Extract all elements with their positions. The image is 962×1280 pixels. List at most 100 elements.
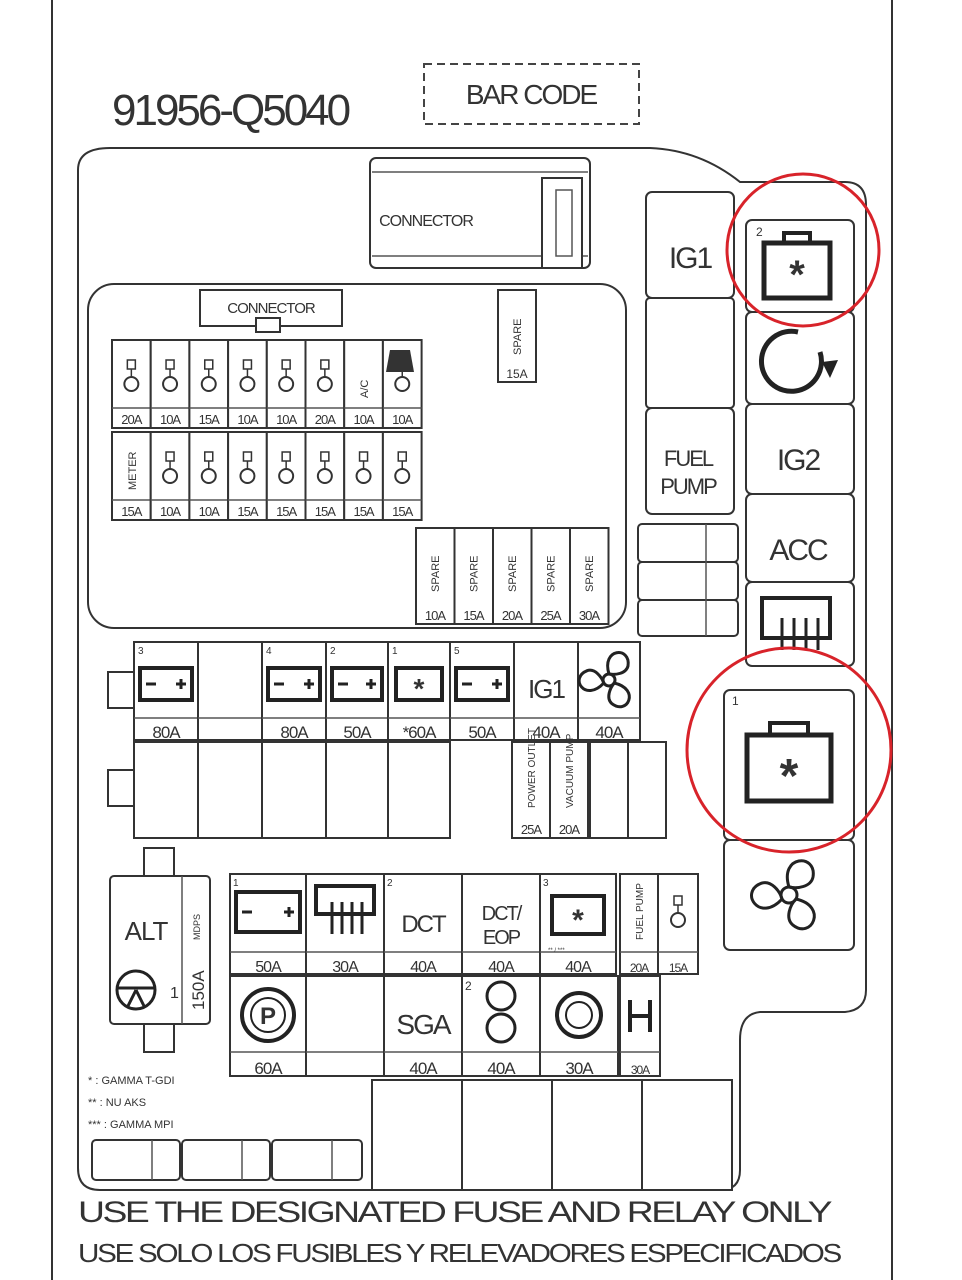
svg-text:5: 5 xyxy=(454,646,460,657)
svg-text:2: 2 xyxy=(756,225,763,239)
svg-text:SPARE: SPARE xyxy=(546,556,558,592)
abs-icon xyxy=(555,991,603,1039)
lower-fuse: 15A xyxy=(657,873,699,975)
bottom-empty-relays xyxy=(371,1079,733,1191)
svg-text:40A: 40A xyxy=(410,959,437,976)
mini-fuse: 15A xyxy=(343,431,384,521)
svg-text:*: * xyxy=(414,673,425,704)
svg-text:50A: 50A xyxy=(255,959,282,976)
barcode-box xyxy=(423,63,640,125)
battery-icon xyxy=(330,666,384,702)
svg-text:10A: 10A xyxy=(199,504,220,519)
svg-text:30A: 30A xyxy=(579,608,600,623)
mini-fuse: 20A xyxy=(304,339,346,429)
svg-text:*60A: *60A xyxy=(403,723,438,742)
rear-defrost-icon xyxy=(760,596,832,650)
svg-text:VACUUM PUMP: VACUUM PUMP xyxy=(565,733,576,808)
svg-text:FUEL: FUEL xyxy=(664,446,714,471)
horn-icon xyxy=(386,350,414,372)
svg-text:1: 1 xyxy=(392,646,398,657)
note-3: *** : GAMMA MPI xyxy=(88,1119,174,1131)
mini-fuse: 10A xyxy=(149,431,191,521)
maxi-fuse: 1 * *60A xyxy=(387,641,451,742)
svg-text:50A: 50A xyxy=(468,723,497,742)
mini-fuse: 15A xyxy=(381,431,423,521)
svg-text:SPARE: SPARE xyxy=(469,556,481,592)
mini-fuse: 10A xyxy=(188,431,230,521)
maxi-fuse xyxy=(197,641,263,741)
mini-fuse: 10A xyxy=(265,339,307,429)
svg-text:** / ***: ** / *** xyxy=(548,948,565,954)
svg-text:15A: 15A xyxy=(669,961,688,975)
rotate-icon xyxy=(758,328,838,394)
svg-text:4: 4 xyxy=(266,646,272,657)
bottom-small-slots xyxy=(91,1139,363,1181)
rear-defrost-icon-small xyxy=(314,884,376,934)
small-fuse-slots-right xyxy=(637,523,739,637)
mini-fuse: 10A xyxy=(227,339,268,429)
svg-text:15A: 15A xyxy=(121,504,142,519)
lower-fuse-2 xyxy=(305,975,385,1077)
svg-text:*: * xyxy=(780,750,799,803)
svg-text:40A: 40A xyxy=(532,723,561,742)
mini-fuse: 15A xyxy=(265,431,307,521)
svg-text:SPARE: SPARE xyxy=(584,556,596,592)
svg-text:A/C: A/C xyxy=(359,380,371,398)
svg-text:20A: 20A xyxy=(315,412,336,427)
svg-text:IG1: IG1 xyxy=(528,674,565,704)
svg-text:20A: 20A xyxy=(502,608,523,623)
connector-inner: CONNECTOR xyxy=(199,289,343,333)
svg-text:15A: 15A xyxy=(199,412,220,427)
spare-fuse-top: SPARE 15A xyxy=(497,289,537,383)
mini-fuse-mid xyxy=(589,741,629,839)
connector-top-label: CONNECTOR xyxy=(379,213,473,230)
lower-fuse-2: 30A xyxy=(619,975,661,1077)
connector-inner-label: CONNECTOR xyxy=(227,300,316,317)
mini-fuse: 20A xyxy=(111,339,152,429)
svg-text:40A: 40A xyxy=(565,959,592,976)
note-2: ** : NU AKS xyxy=(88,1097,146,1109)
highlight-circle-relay-1 xyxy=(685,646,893,854)
svg-text:PUMP: PUMP xyxy=(660,474,717,499)
svg-text:MDPS: MDPS xyxy=(192,914,202,940)
fan-icon-large xyxy=(750,859,816,931)
svg-text:15A: 15A xyxy=(506,367,527,381)
battery-icon xyxy=(266,666,322,702)
mini-fuse: 15A xyxy=(188,339,230,429)
svg-text:1: 1 xyxy=(170,985,179,1002)
footer-line-1: USE THE DESIGNATED FUSE AND RELAY ONLY xyxy=(78,1196,832,1229)
spare-fuse: SPARE 25A xyxy=(530,527,571,625)
part-number: 91956-Q5040 xyxy=(112,86,350,135)
svg-text:80A: 80A xyxy=(152,723,181,742)
battery-icon xyxy=(454,666,510,702)
note-1: * : GAMMA T-GDI xyxy=(88,1075,175,1087)
relay-column-right: 2 * IG2 ACC 1 * xyxy=(723,219,855,951)
maxi-fuse: 5 50A xyxy=(449,641,515,742)
svg-text:2: 2 xyxy=(465,979,472,993)
svg-text:DCT/: DCT/ xyxy=(482,903,523,925)
housing-outline xyxy=(77,147,867,1191)
svg-text:20A: 20A xyxy=(630,961,649,975)
svg-text:30A: 30A xyxy=(332,959,359,976)
svg-text:IG1: IG1 xyxy=(669,242,713,275)
svg-text:P: P xyxy=(260,1003,276,1030)
svg-text:15A: 15A xyxy=(237,504,258,519)
connector-top: CONNECTOR xyxy=(369,157,591,269)
svg-text:25A: 25A xyxy=(540,608,561,623)
svg-text:SGA: SGA xyxy=(396,1009,451,1040)
abs-icon-double xyxy=(485,980,517,1044)
svg-text:10A: 10A xyxy=(392,412,413,427)
